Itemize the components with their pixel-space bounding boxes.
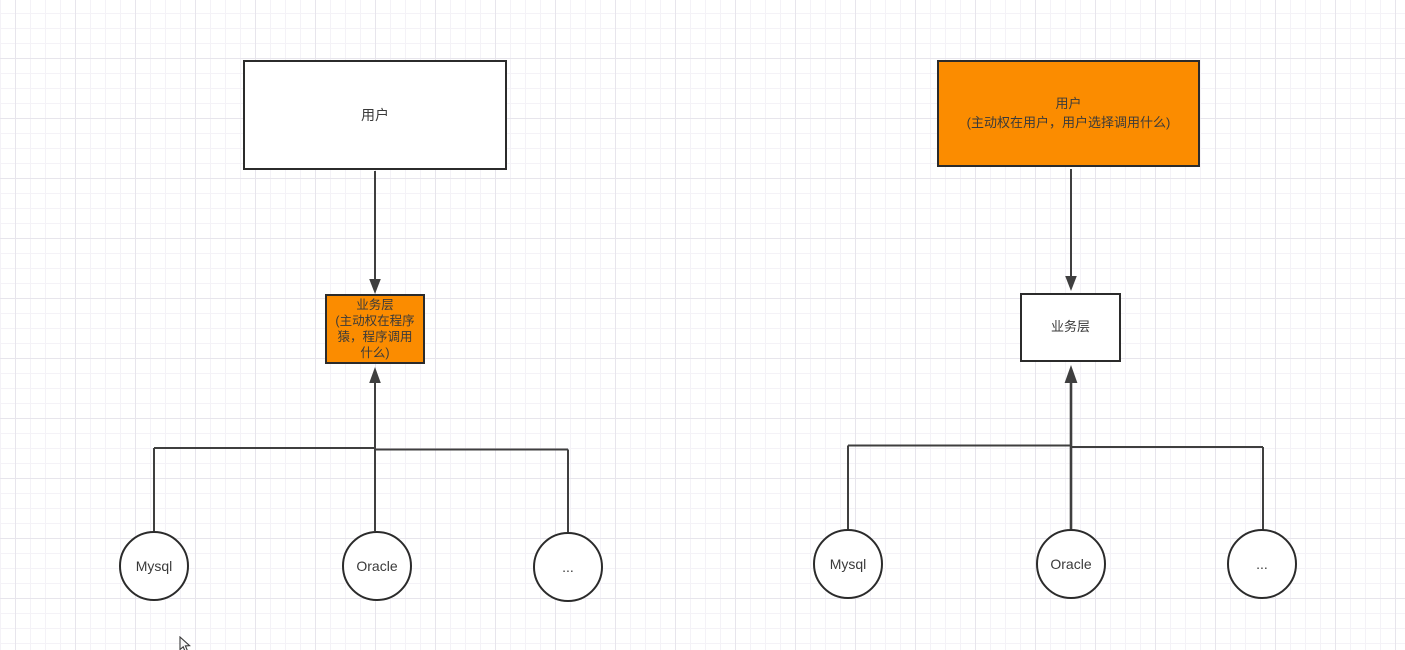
right-db-oracle-label: Oracle xyxy=(1050,555,1092,572)
right-db-oracle-circle[interactable]: Oracle xyxy=(1036,529,1106,599)
left-db-oracle-circle[interactable]: Oracle xyxy=(342,531,412,601)
right-db-mysql-label: Mysql xyxy=(829,555,867,572)
left-db-mysql-label: Mysql xyxy=(135,557,173,574)
left-user-box[interactable]: 用户 xyxy=(243,60,507,170)
left-db-mysql-circle[interactable]: Mysql xyxy=(119,531,189,601)
right-user-subtitle: (主动权在用户，用户选择调用什么) xyxy=(966,114,1171,130)
right-business-layer-box[interactable]: 业务层 xyxy=(1020,293,1121,362)
left-business-subtitle: (主动权在程序猿，程序调用什么) xyxy=(335,314,415,360)
right-business-label: 业务层 xyxy=(1050,319,1090,335)
left-db-ellipsis-label: ... xyxy=(562,558,574,575)
arrowhead-left-up-icon xyxy=(369,367,381,383)
right-db-ellipsis-label: ... xyxy=(1256,555,1268,572)
arrowhead-right-up-icon xyxy=(1064,365,1078,383)
right-user-title: 用户 xyxy=(1055,95,1082,111)
left-business-title: 业务层 xyxy=(356,298,394,312)
edge-right-tree-horizontal-right[interactable] xyxy=(1071,446,1264,531)
edge-left-tree-horizontal-right[interactable] xyxy=(375,448,569,533)
edge-left-tree-horizontal-left[interactable] xyxy=(153,447,376,531)
right-user-box[interactable]: 用户 (主动权在用户，用户选择调用什么) xyxy=(937,60,1200,167)
arrowhead-left-down-icon xyxy=(369,279,381,294)
left-db-oracle-label: Oracle xyxy=(356,557,398,574)
left-db-ellipsis-circle[interactable]: ... xyxy=(533,532,603,602)
arrowhead-right-down-icon xyxy=(1065,276,1077,291)
edge-right-tree-horizontal-left[interactable] xyxy=(847,444,1072,530)
right-db-ellipsis-circle[interactable]: ... xyxy=(1227,529,1297,599)
left-business-layer-box[interactable]: 业务层 (主动权在程序猿，程序调用什么) xyxy=(325,294,425,364)
mouse-cursor-icon xyxy=(179,636,191,650)
left-user-label: 用户 xyxy=(361,106,389,123)
right-db-mysql-circle[interactable]: Mysql xyxy=(813,529,883,599)
